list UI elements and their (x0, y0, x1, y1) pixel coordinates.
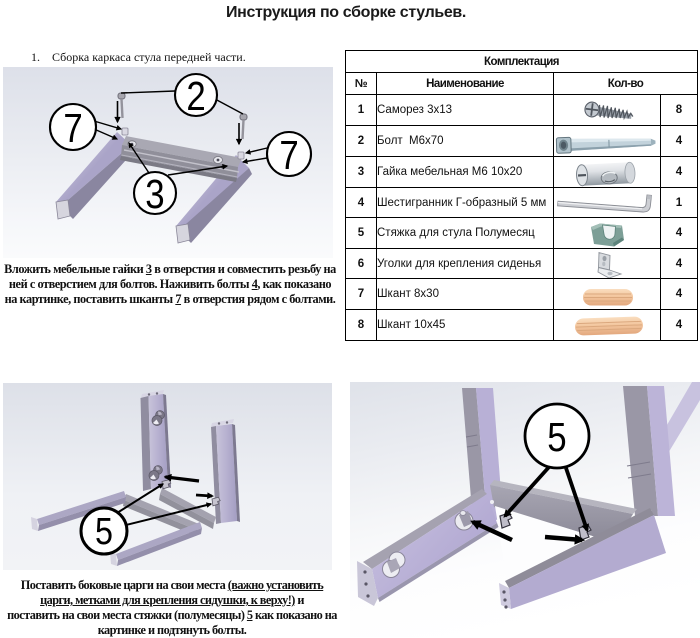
svg-text:2: 2 (186, 74, 205, 119)
svg-text:3: 3 (145, 172, 164, 217)
svg-text:5: 5 (547, 415, 566, 460)
svg-text:7: 7 (63, 106, 82, 151)
svg-text:5: 5 (95, 511, 113, 553)
svg-text:7: 7 (279, 133, 298, 178)
